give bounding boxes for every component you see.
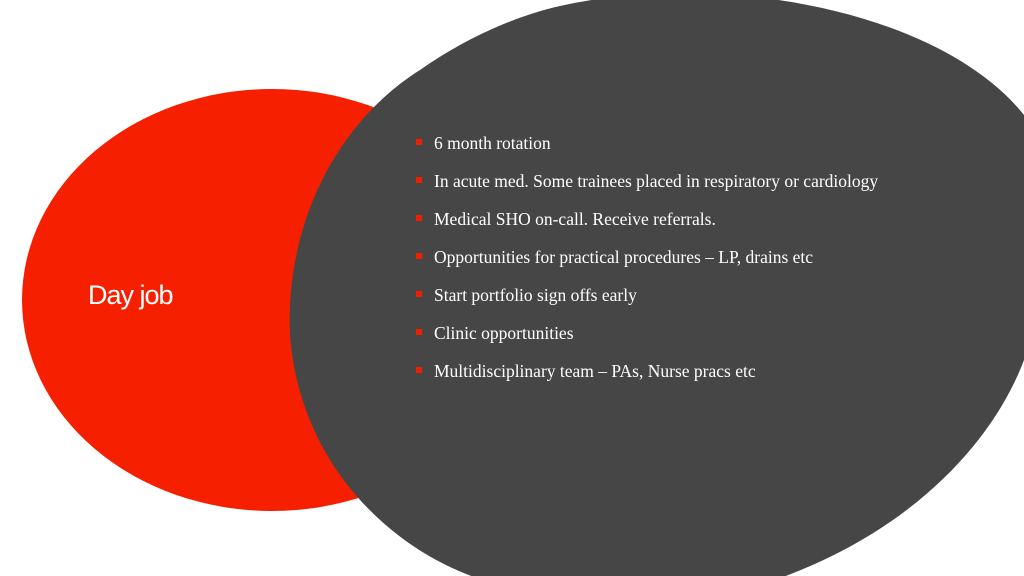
square-bullet-icon [416, 139, 422, 145]
bullet-text: Clinic opportunities [434, 323, 574, 343]
bullet-list: 6 month rotation In acute med. Some trai… [414, 130, 914, 396]
bullet-text: Medical SHO on-call. Receive referrals. [434, 209, 716, 229]
square-bullet-icon [416, 177, 422, 183]
bullet-item: Medical SHO on-call. Receive referrals. [414, 206, 914, 233]
dark-blob-shape [289, 0, 1024, 576]
bullet-text: Start portfolio sign offs early [434, 285, 637, 305]
square-bullet-icon [416, 291, 422, 297]
bullet-item: Opportunities for practical procedures –… [414, 244, 914, 271]
bullet-text: In acute med. Some trainees placed in re… [434, 171, 879, 191]
square-bullet-icon [416, 329, 422, 335]
bullet-text: Opportunities for practical procedures –… [434, 247, 814, 267]
bullet-text: Multidisciplinary team – PAs, Nurse prac… [434, 361, 756, 381]
bullet-item: In acute med. Some trainees placed in re… [414, 168, 914, 195]
square-bullet-icon [416, 215, 422, 221]
square-bullet-icon [416, 367, 422, 373]
square-bullet-icon [416, 253, 422, 259]
bullet-item: Clinic opportunities [414, 320, 914, 347]
bullet-text: 6 month rotation [434, 133, 551, 153]
bullet-item: 6 month rotation [414, 130, 914, 157]
bullet-item: Start portfolio sign offs early [414, 282, 914, 309]
bullet-item: Multidisciplinary team – PAs, Nurse prac… [414, 358, 914, 385]
slide-title: Day job [88, 280, 174, 310]
